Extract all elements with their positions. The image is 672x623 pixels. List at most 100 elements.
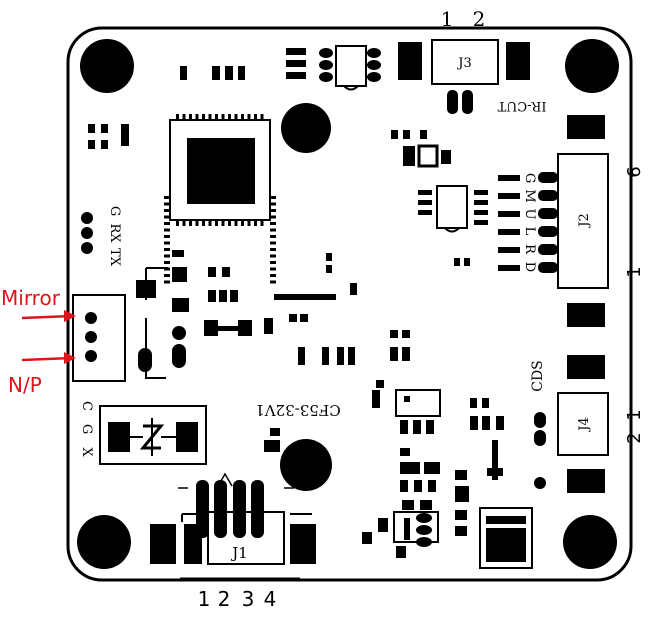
cds-label: CDS bbox=[530, 360, 546, 392]
j4-label: J4 bbox=[577, 417, 592, 432]
j2-pin-bar bbox=[498, 193, 520, 199]
j2-pin-bar bbox=[498, 229, 520, 235]
qfp-pin bbox=[270, 222, 276, 225]
j2-pin-pad bbox=[538, 172, 558, 183]
qfp-pin bbox=[164, 196, 170, 199]
qfp-pin bbox=[270, 280, 276, 284]
board-outline bbox=[66, 26, 633, 582]
j2-pin-6: 6 bbox=[624, 166, 645, 177]
qfp-pin bbox=[164, 235, 170, 238]
j4-pin-1: 1 bbox=[624, 409, 645, 420]
j3-pin-2: 2 bbox=[473, 7, 486, 31]
uart-g: G bbox=[107, 206, 122, 216]
qfp-pin bbox=[221, 220, 225, 226]
qfp-pin bbox=[234, 114, 238, 120]
qfp-pin bbox=[202, 114, 205, 120]
diode-block bbox=[99, 405, 207, 465]
qfp-pin bbox=[270, 241, 276, 245]
right-upper-components bbox=[390, 130, 488, 361]
np-arrow-head bbox=[64, 352, 76, 364]
qfp-pin bbox=[164, 274, 170, 277]
qfp-pin bbox=[247, 114, 251, 120]
qfp-pin bbox=[164, 241, 170, 245]
qfp-pin bbox=[215, 114, 218, 120]
qfp-pin bbox=[270, 274, 276, 277]
jumper-g: G bbox=[79, 424, 94, 434]
qfp-pin bbox=[270, 267, 276, 271]
left-middle-components bbox=[136, 250, 273, 379]
qfp-pin bbox=[270, 202, 276, 206]
qfp-pin bbox=[270, 261, 276, 264]
qfp-pin bbox=[189, 220, 192, 226]
qfp-pin bbox=[254, 220, 257, 226]
qfp-pin bbox=[208, 114, 212, 120]
qfp-pin bbox=[164, 261, 170, 264]
qfp-pin bbox=[215, 220, 218, 226]
center-resistor-array bbox=[274, 253, 357, 365]
qfp-pin bbox=[228, 114, 231, 120]
jumper-c: C bbox=[79, 401, 94, 411]
qfp-pin bbox=[164, 228, 170, 232]
j1-pin-4: 4 bbox=[264, 587, 277, 611]
j2-signal-m: M bbox=[522, 189, 537, 202]
qfp-pin bbox=[182, 220, 186, 226]
uart-tx: TX bbox=[107, 248, 122, 267]
via-pad-upper bbox=[281, 103, 331, 153]
qfp-pin bbox=[195, 114, 199, 120]
connector-j4: J4 CDS 1 2 bbox=[530, 355, 645, 493]
mirror-np-header bbox=[72, 294, 126, 382]
j3-pin-1: 1 bbox=[441, 7, 454, 31]
mounting-hole-top-right bbox=[565, 39, 619, 93]
connector-j1: J1 1 2 3 4 bbox=[150, 472, 316, 611]
qfp-pin bbox=[247, 220, 251, 226]
qfp-pin bbox=[176, 220, 179, 226]
mounting-hole-top-left bbox=[80, 39, 134, 93]
qfp-pin bbox=[221, 114, 225, 120]
qfp-pin bbox=[270, 215, 276, 219]
left-upper-components bbox=[88, 124, 129, 149]
qfp-pin bbox=[270, 228, 276, 232]
j2-pin-bar bbox=[498, 247, 520, 253]
j2-pin-pad bbox=[538, 244, 558, 255]
qfp-pin bbox=[228, 220, 231, 226]
j2-pin-bar bbox=[498, 211, 520, 217]
board-model-label: CF53-32V1 bbox=[255, 401, 341, 419]
mirror-arrow-head bbox=[64, 310, 76, 322]
top-center-ic bbox=[286, 45, 381, 91]
qfp-pin bbox=[260, 114, 264, 120]
j2-signal-u: U bbox=[522, 209, 537, 220]
qfp-pin bbox=[176, 114, 179, 120]
np-arrow bbox=[21, 356, 73, 362]
qfp-pin bbox=[241, 220, 244, 226]
j3-label: J3 bbox=[456, 56, 471, 71]
qfp-pin bbox=[202, 220, 205, 226]
np-annotation: N/P bbox=[8, 373, 42, 397]
j2-pin-array bbox=[498, 172, 558, 273]
qfp-pin bbox=[234, 220, 238, 226]
qfp-pin bbox=[195, 220, 199, 226]
j2-label: J2 bbox=[577, 213, 592, 228]
qfp-pin bbox=[164, 254, 170, 258]
ir-cut-label: IR-CUT bbox=[497, 98, 546, 113]
qfp-pin bbox=[254, 114, 257, 120]
qfp-pin bbox=[270, 248, 276, 251]
qfp-pin bbox=[182, 114, 186, 120]
j2-pin-bar bbox=[498, 175, 520, 181]
j2-pin-pad bbox=[538, 226, 558, 237]
j2-pin-pad bbox=[538, 190, 558, 201]
qfp-pin bbox=[164, 222, 170, 225]
qfp-pin bbox=[189, 114, 192, 120]
qfp-pin bbox=[164, 215, 170, 219]
qfp-pin bbox=[270, 235, 276, 238]
connector-j2: J2 G M U L R D 6 1 bbox=[498, 115, 645, 327]
j4-pin-2: 2 bbox=[624, 432, 645, 443]
jumper-x: X bbox=[79, 447, 94, 457]
j2-pin-pad bbox=[538, 208, 558, 219]
j2-signal-g: G bbox=[522, 173, 537, 183]
j2-pin-bar bbox=[498, 265, 520, 271]
j1-pin-2: 2 bbox=[218, 587, 231, 611]
uart-header: G RX TX bbox=[81, 206, 122, 267]
mirror-annotation: Mirror bbox=[1, 286, 61, 310]
